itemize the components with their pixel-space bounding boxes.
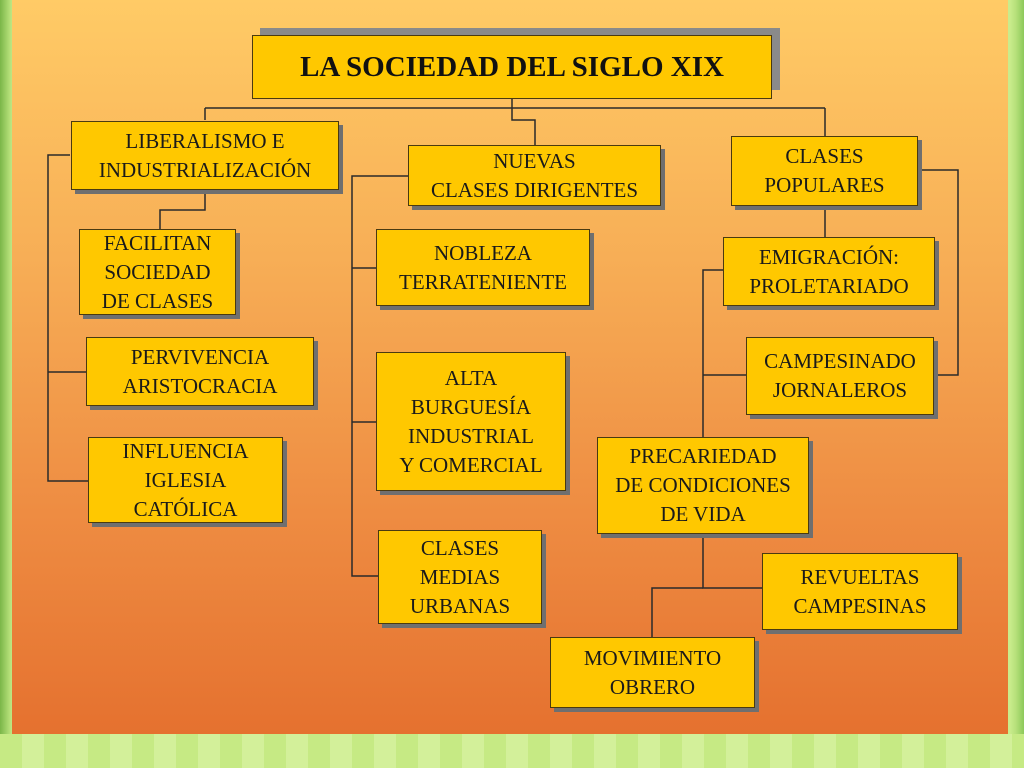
connector-to-nuevas (511, 108, 536, 145)
connector-precariedad-down (702, 534, 762, 589)
node-alta-burguesia: ALTA BURGUESÍA INDUSTRIAL Y COMERCIAL (376, 352, 566, 491)
node-precariedad: PRECARIEDAD DE CONDICIONES DE VIDA (597, 437, 809, 534)
diagram-title: LA SOCIEDAD DEL SIGLO XIX (252, 35, 772, 99)
connector-left-spine (47, 154, 88, 482)
node-facilitan: FACILITAN SOCIEDAD DE CLASES (79, 229, 236, 315)
node-clases-populares: CLASES POPULARES (731, 136, 918, 206)
node-liberalismo: LIBERALISMO E INDUSTRIALIZACIÓN (71, 121, 339, 190)
node-clases-medias: CLASES MEDIAS URBANAS (378, 530, 542, 624)
connector-right-outer (918, 169, 959, 376)
node-campesinado: CAMPESINADO JORNALEROS (746, 337, 934, 415)
connector-middle-spine (351, 175, 408, 577)
bottom-strip (0, 734, 1024, 768)
node-influencia: INFLUENCIA IGLESIA CATÓLICA (88, 437, 283, 523)
connector-right-spine (702, 269, 723, 437)
connector-liberalismo-facilitan (159, 190, 206, 229)
node-revueltas: REVUELTAS CAMPESINAS (762, 553, 958, 630)
node-pervivencia: PERVIVENCIA ARISTOCRACIA (86, 337, 314, 406)
node-nobleza: NOBLEZA TERRATENIENTE (376, 229, 590, 306)
connector-to-movimiento (651, 587, 703, 637)
node-movimiento: MOVIMIENTO OBRERO (550, 637, 755, 708)
node-nuevas-clases: NUEVAS CLASES DIRIGENTES (408, 145, 661, 206)
node-emigracion: EMIGRACIÓN: PROLETARIADO (723, 237, 935, 306)
